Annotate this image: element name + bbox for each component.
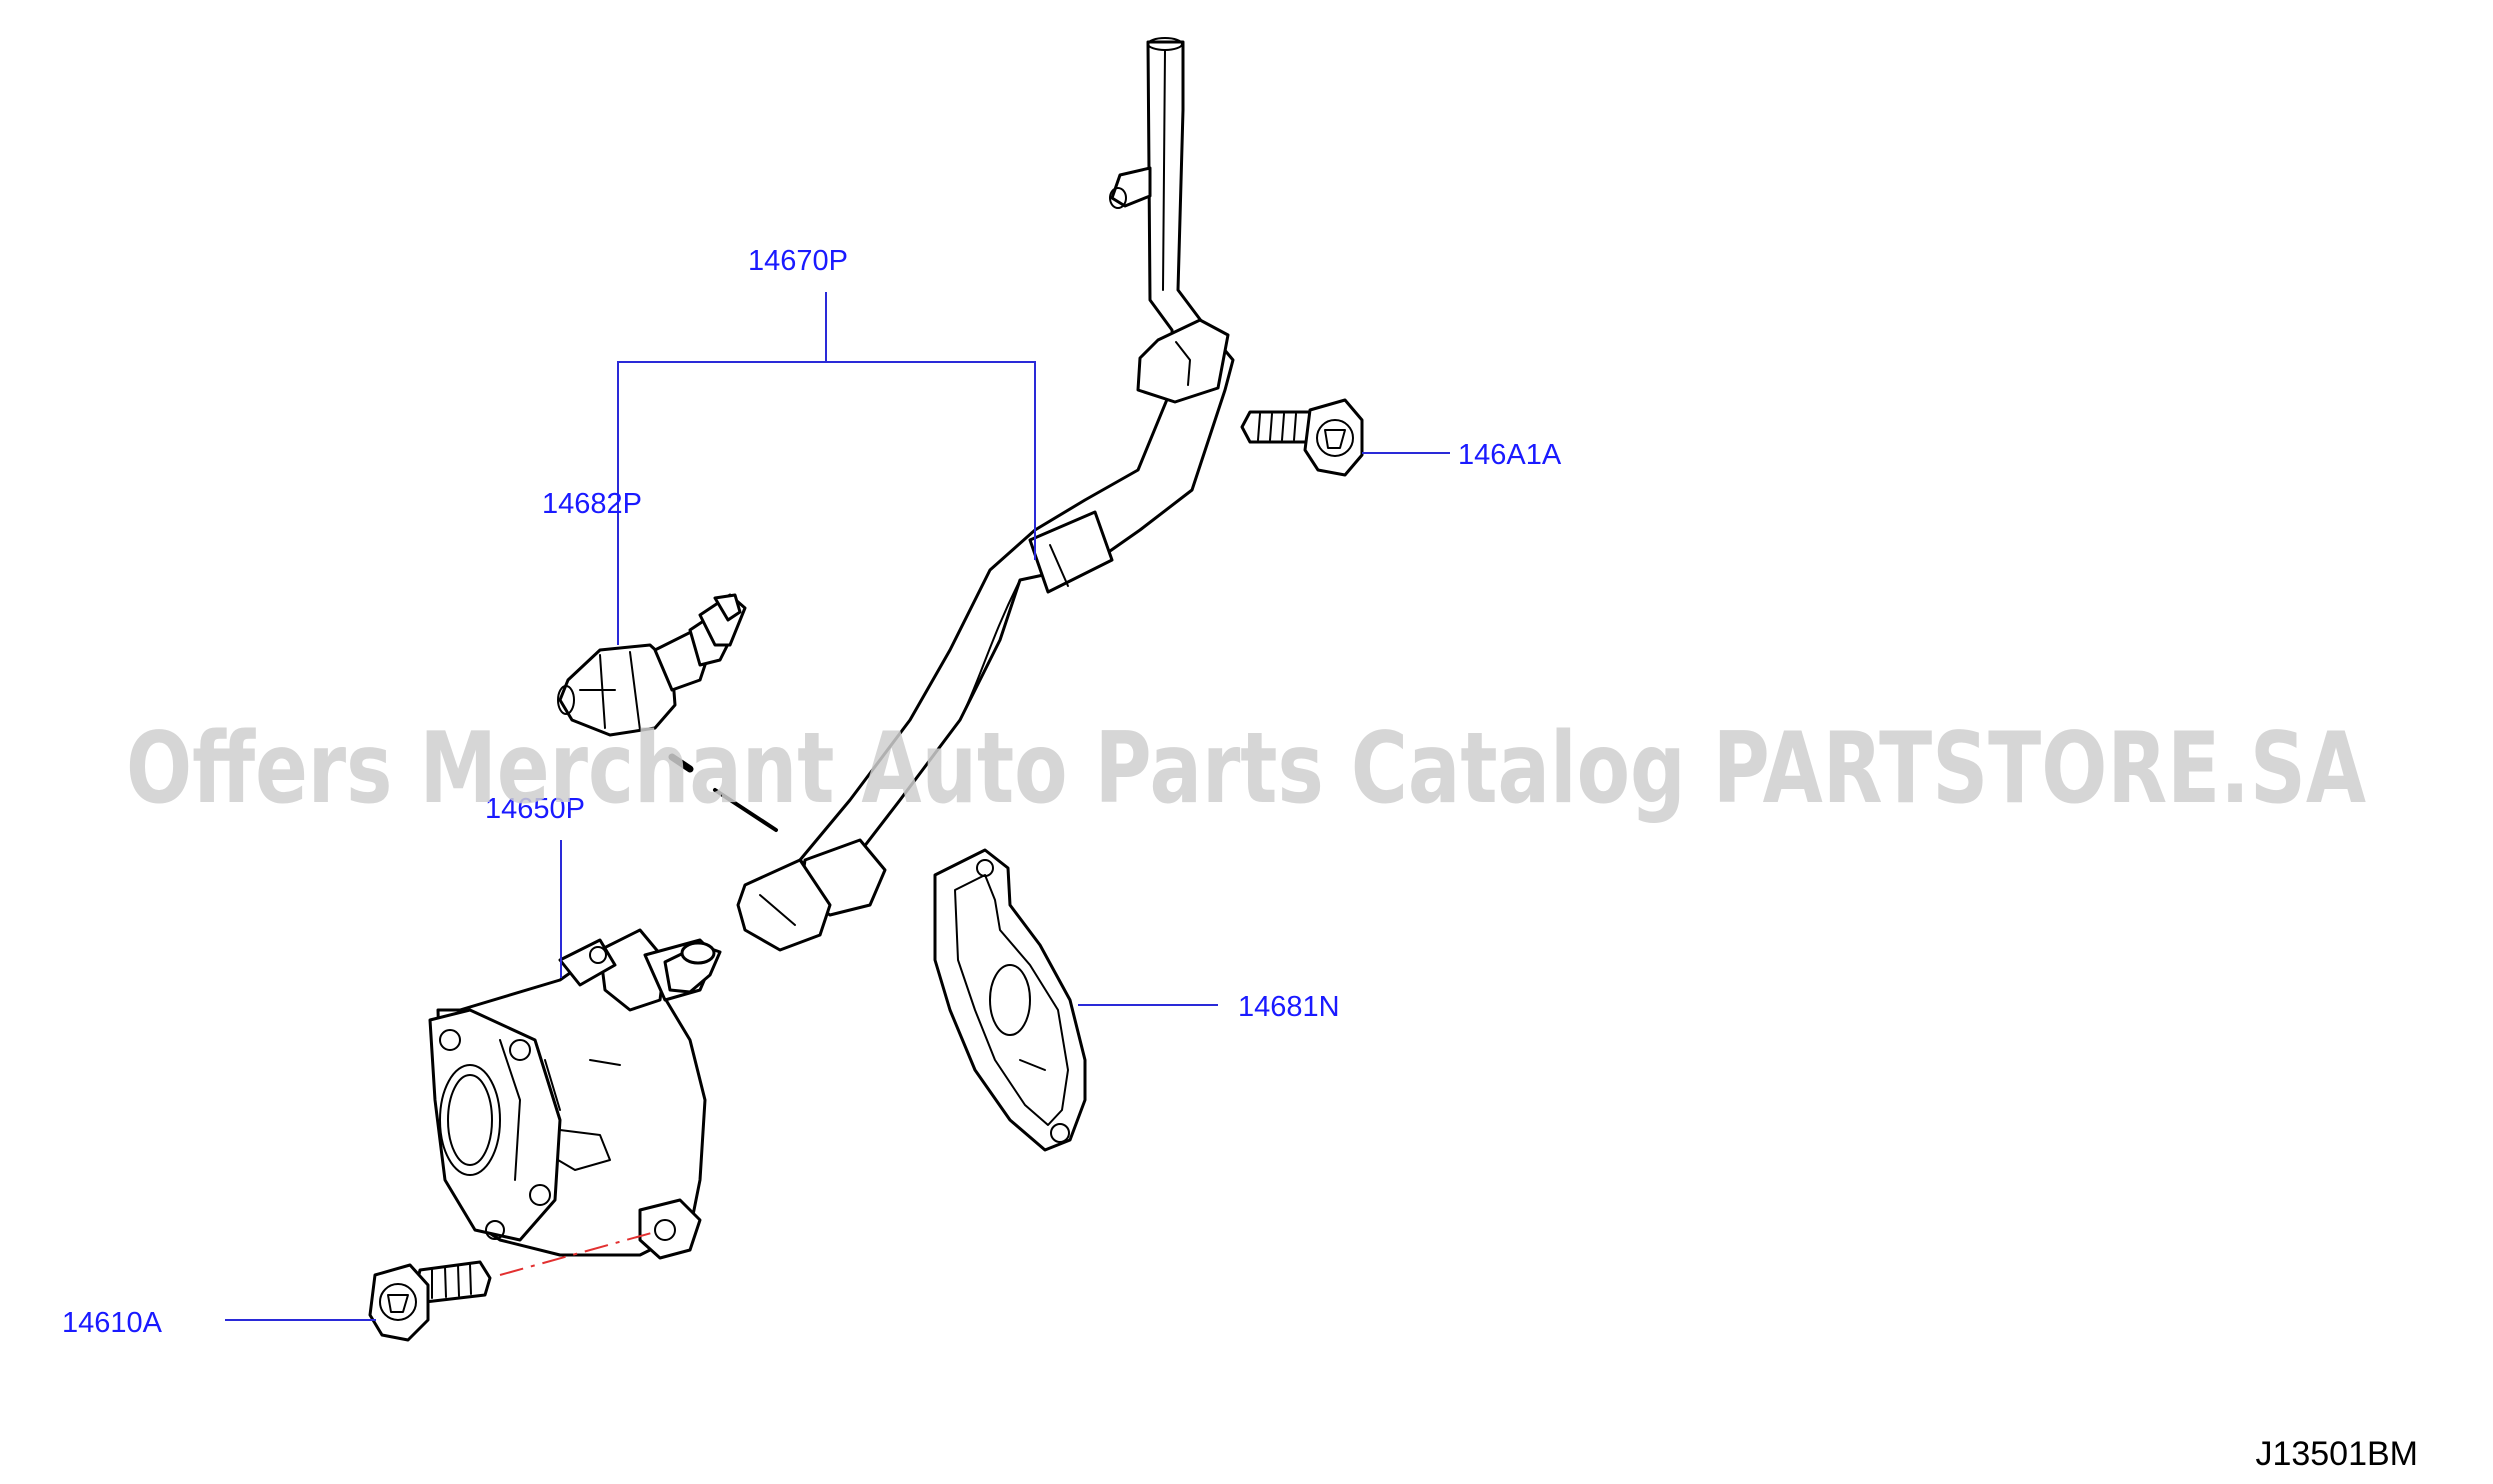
direction-marker [668,753,778,832]
label-14681n[interactable]: 14681N [1238,991,1340,1023]
leader-lines [225,292,1450,1321]
bolt-146a1a[interactable] [1240,398,1364,477]
gasket[interactable] [933,848,1087,1152]
mounting-centerline [499,1231,656,1276]
watermark: Offers Merchant Auto Parts Catalog PARTS… [126,712,2366,826]
label-146a1a[interactable]: 146A1A [1458,439,1562,471]
vacuum-hose[interactable] [736,37,1235,952]
diagram-code: J13501BM [2255,1435,2418,1473]
bolt-14610a[interactable] [368,1260,492,1342]
vacuum-pump[interactable] [428,928,722,1260]
label-14610a[interactable]: 14610A [62,1307,163,1339]
part-labels: 14670P 14682P 146A1A 14650P 14681N 14610… [62,245,1562,1339]
check-valve[interactable] [557,593,747,737]
label-14682p[interactable]: 14682P [542,488,642,520]
label-14650p[interactable]: 14650P [485,793,585,825]
label-14670p[interactable]: 14670P [748,245,848,277]
